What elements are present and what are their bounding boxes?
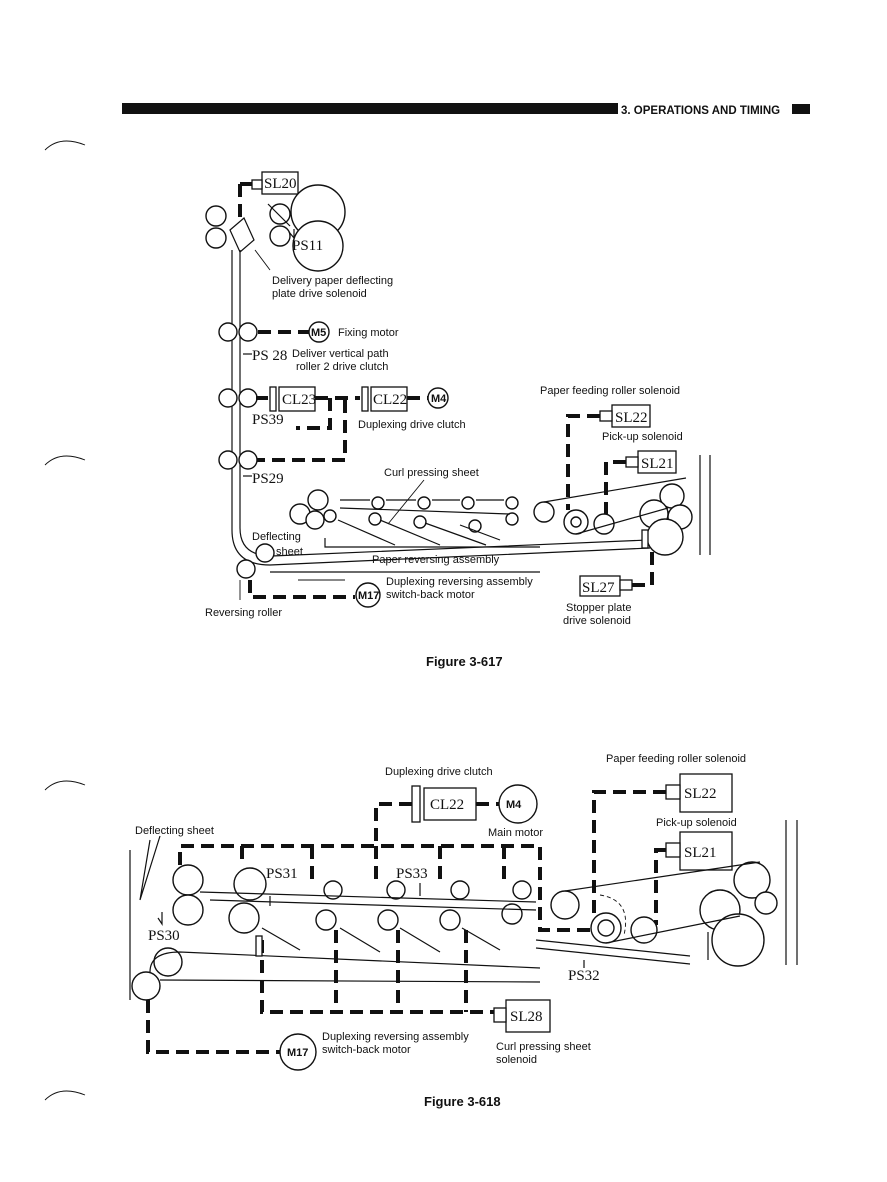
fig2-drive-belt xyxy=(178,844,594,932)
stopper-label-1: Stopper plate xyxy=(566,602,631,614)
cl22-label: CL22 xyxy=(373,392,407,408)
fig2-sl21-box xyxy=(679,831,733,871)
delivery-roller-d xyxy=(205,227,227,249)
fig2-sl21-label: SL21 xyxy=(684,845,717,861)
header-title: 3. OPERATIONS AND TIMING xyxy=(621,105,780,117)
fig2-dup-rev-label-2: switch-back motor xyxy=(322,1044,411,1056)
fig2-ps33-label: PS33 xyxy=(396,866,428,882)
figure-3-618-caption: Figure 3-618 xyxy=(424,1094,501,1109)
dup-rev-label-1: Duplexing reversing assembly xyxy=(386,576,533,588)
m4-label: M4 xyxy=(431,393,447,405)
cl23-box xyxy=(278,386,316,412)
vertical-roller-2a xyxy=(218,388,238,408)
fig2-curl-sol-label-1: Curl pressing sheet xyxy=(496,1041,591,1053)
binding-marks xyxy=(44,140,86,1101)
fig2-ps32-label: PS32 xyxy=(568,968,600,984)
vertical-roller-3b xyxy=(238,450,258,470)
vertical-roller-3a xyxy=(218,450,238,470)
fixing-roller-lower xyxy=(292,220,344,272)
deflecting-label: Deflecting xyxy=(252,531,301,543)
vertical-roller-1a xyxy=(218,322,238,342)
stopper-label-2: drive solenoid xyxy=(563,615,631,627)
deliver-clutch-label-1: Deliver vertical path xyxy=(292,348,389,360)
sl27-label: SL27 xyxy=(582,580,615,596)
fig2-duplexing-clutch-label: Duplexing drive clutch xyxy=(385,766,493,778)
cl23-label: CL23 xyxy=(282,392,316,408)
delivery-plate-label-2: plate drive solenoid xyxy=(272,288,367,300)
m17-motor xyxy=(355,582,381,608)
reversing-roller-label: Reversing roller xyxy=(205,607,282,619)
sl20-plunger xyxy=(251,179,263,190)
deliver-clutch-label-2: roller 2 drive clutch xyxy=(296,361,388,373)
vertical-path-outer xyxy=(231,250,651,566)
paper-feeding-solenoid-label: Paper feeding roller solenoid xyxy=(540,385,680,397)
header: 3. OPERATIONS AND TIMING xyxy=(122,103,810,117)
duplex-drive-belt xyxy=(254,400,347,462)
fig2-curl-sol-label-2: solenoid xyxy=(496,1054,537,1066)
fig2-m4-motor xyxy=(498,784,538,824)
fixing-motor-label: Fixing motor xyxy=(338,327,399,339)
fig2-m4-label: M4 xyxy=(506,799,522,811)
paper-reversing-label: Paper reversing assembly xyxy=(372,554,500,566)
m5-motor xyxy=(308,321,330,343)
fig2-dup-rev-label-1: Duplexing reversing assembly xyxy=(322,1031,469,1043)
reversing-roller xyxy=(236,559,256,579)
fig2-sl22-label: SL22 xyxy=(684,786,717,802)
fig2-paper-feeding-solenoid-label: Paper feeding roller solenoid xyxy=(606,753,746,765)
dup-rev-label-2: switch-back motor xyxy=(386,589,475,601)
sl20-wire xyxy=(238,182,252,224)
delivery-roller-a xyxy=(269,203,291,225)
fig2-main-motor-label: Main motor xyxy=(488,827,543,839)
figure-3-617-caption: Figure 3-617 xyxy=(426,654,503,669)
curl-sheet-label: Curl pressing sheet xyxy=(384,467,479,479)
ps29-label: PS29 xyxy=(252,471,284,487)
duplexing-clutch-label: Duplexing drive clutch xyxy=(358,419,466,431)
figure-3-618: Duplexing drive clutch CL22 M4 Main moto… xyxy=(129,753,798,1109)
fig2-ps31-label: PS31 xyxy=(266,866,298,882)
fig2-ps30-label: PS30 xyxy=(148,928,180,944)
sl22-label: SL22 xyxy=(615,410,648,426)
fig2-sl28-label: SL28 xyxy=(510,1009,543,1025)
m5-label: M5 xyxy=(311,327,326,339)
fig2-cl22-label: CL22 xyxy=(430,797,464,813)
sl21-label: SL21 xyxy=(641,456,674,472)
vertical-roller-2b xyxy=(238,388,258,408)
delivery-roller-b xyxy=(269,225,291,247)
delivery-roller-c xyxy=(205,205,227,227)
m17-label: M17 xyxy=(358,590,379,602)
vertical-roller-1b xyxy=(238,322,258,342)
ps39-label: PS39 xyxy=(252,412,284,428)
m4-motor xyxy=(427,387,449,409)
pickup-solenoid-label: Pick-up solenoid xyxy=(602,431,683,443)
header-end-block xyxy=(792,104,810,114)
fig2-pickup-solenoid-label: Pick-up solenoid xyxy=(656,817,737,829)
sl20-label: SL20 xyxy=(264,176,297,192)
ps11-label: PS11 xyxy=(292,238,323,254)
fig2-deflecting-sheet-label: Deflecting sheet xyxy=(135,825,214,837)
figure-3-617: SL20 PS11 Delivery paper deflecting plat… xyxy=(205,171,711,669)
fig2-m17-motor xyxy=(279,1033,317,1071)
ps28-label: PS 28 xyxy=(252,348,287,364)
deflecting-plate xyxy=(229,217,255,253)
sheet-label: sheet xyxy=(276,546,303,558)
fig2-m17-label: M17 xyxy=(287,1047,308,1059)
header-bar xyxy=(122,103,618,114)
delivery-plate-label-1: Delivery paper deflecting xyxy=(272,275,393,287)
